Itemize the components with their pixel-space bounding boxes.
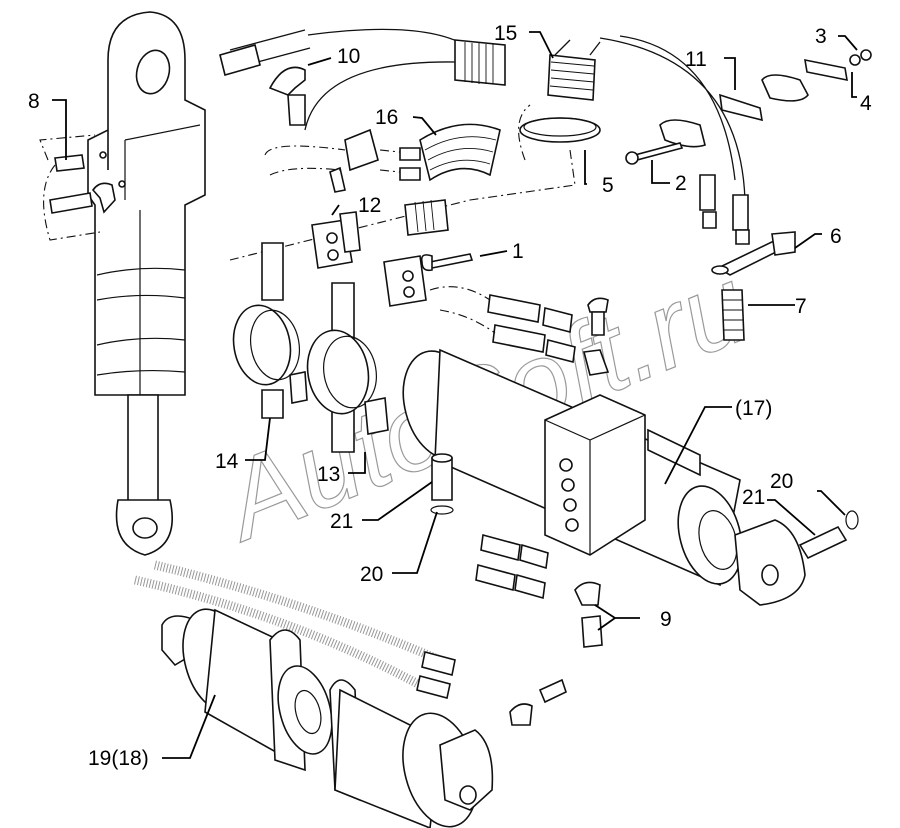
callout-8: 8 [28, 90, 40, 113]
hose-clamp-item-5 [229, 104, 601, 261]
callout-1: 1 [512, 240, 524, 263]
callout-labels: 1 2 3 4 5 6 7 8 9 10 11 12 13 14 15 16 (… [28, 22, 872, 770]
callout-13: 13 [317, 463, 340, 486]
hoses-lower [134, 533, 603, 726]
bracket-item-6 [711, 231, 796, 276]
double-cylinder-item-19 [161, 608, 494, 828]
pin-item-21-center [430, 453, 454, 515]
callout-16: 16 [375, 106, 398, 129]
pin-item-21-right [798, 510, 859, 560]
hose-fittings-center [429, 286, 610, 376]
fitting-item-8 [39, 134, 116, 241]
bracket-item-13 [289, 282, 389, 453]
callout-21-right: 21 [742, 486, 765, 509]
hose-fittings-right [699, 174, 750, 245]
leader-lines [52, 31, 858, 759]
callout-15: 15 [494, 22, 517, 45]
callout-4: 4 [860, 92, 872, 115]
callout-5: 5 [602, 174, 614, 197]
vertical-cylinder [87, 11, 206, 556]
bracket-item-14 [232, 242, 301, 419]
hose-item-16 [264, 123, 501, 193]
clamp-hardware-item-11 [659, 49, 872, 148]
bolt-item-1 [420, 253, 474, 272]
callout-9: 9 [660, 608, 672, 631]
callout-20-center: 20 [360, 563, 383, 586]
callout-6: 6 [830, 225, 842, 248]
bolt-item-2 [625, 142, 684, 165]
callout-7: 7 [795, 295, 807, 318]
sensor-item-7 [721, 289, 745, 341]
callout-20-right: 20 [770, 470, 793, 493]
callout-10: 10 [337, 45, 360, 68]
callout-11: 11 [685, 48, 707, 71]
callout-19-18: 19(18) [88, 747, 149, 770]
callout-17: (17) [735, 397, 772, 420]
callout-3: 3 [815, 25, 827, 48]
horizontal-cylinder-item-17 [402, 348, 806, 606]
callout-12: 12 [358, 194, 381, 217]
hoses-top [219, 28, 506, 131]
callout-21-center: 21 [330, 510, 353, 533]
callout-2: 2 [675, 172, 687, 195]
hose-end-item-15 [547, 35, 746, 201]
clamp-block-item-12 [311, 199, 449, 307]
callout-14: 14 [215, 450, 239, 473]
